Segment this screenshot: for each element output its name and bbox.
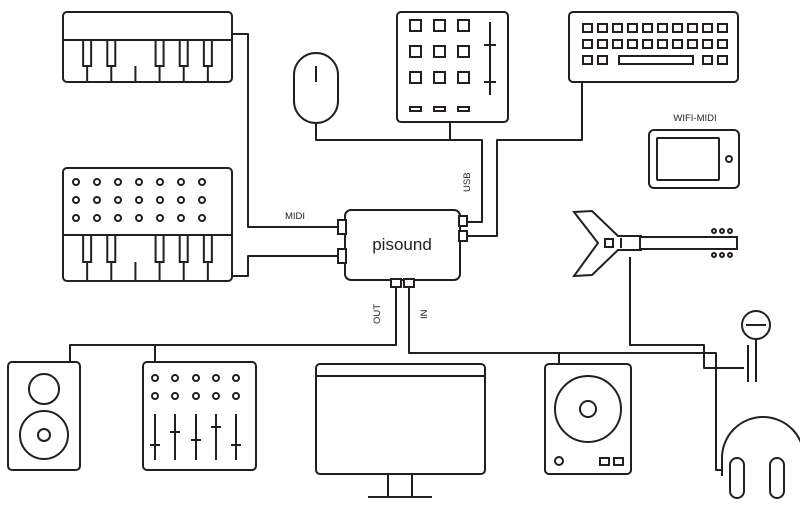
cable-mouse-usb — [315, 122, 483, 223]
in-label: IN — [419, 309, 430, 319]
cables — [69, 33, 749, 471]
midi-out-port — [337, 248, 347, 264]
audio-in-jack — [403, 278, 415, 288]
cable-synth-midi — [232, 255, 340, 277]
mixer-icon — [142, 361, 257, 471]
pisound-hub: pisound — [337, 209, 468, 288]
synthesizer-icon — [62, 167, 233, 282]
cable-keyboard-midi — [232, 33, 340, 228]
out-label: OUT — [372, 304, 383, 324]
tablet-icon — [648, 129, 740, 189]
cable-audio-out — [69, 282, 397, 362]
midi-label: MIDI — [285, 211, 305, 222]
usb-port-2 — [458, 230, 468, 242]
midi-keyboard-icon — [62, 11, 233, 83]
microphone-icon — [741, 310, 771, 382]
pad-controller-icon — [396, 11, 509, 123]
guitar-icon — [571, 209, 738, 278]
cable-audio-in — [408, 282, 722, 471]
monitor-icon — [315, 363, 486, 498]
audio-out-jack — [390, 278, 402, 288]
hub-label: pisound — [372, 235, 432, 254]
mouse-icon — [293, 52, 339, 124]
turntable-icon — [544, 363, 632, 475]
wifi-midi-label: WIFI-MIDI — [673, 113, 716, 124]
midi-in-port — [337, 219, 347, 235]
speaker-icon — [7, 361, 81, 471]
headphones-icon — [721, 416, 800, 499]
usb-label: USB — [462, 172, 473, 192]
computer-keyboard-icon — [568, 11, 739, 83]
usb-port-1 — [458, 215, 468, 227]
cable-qwerty-usb — [466, 82, 583, 237]
